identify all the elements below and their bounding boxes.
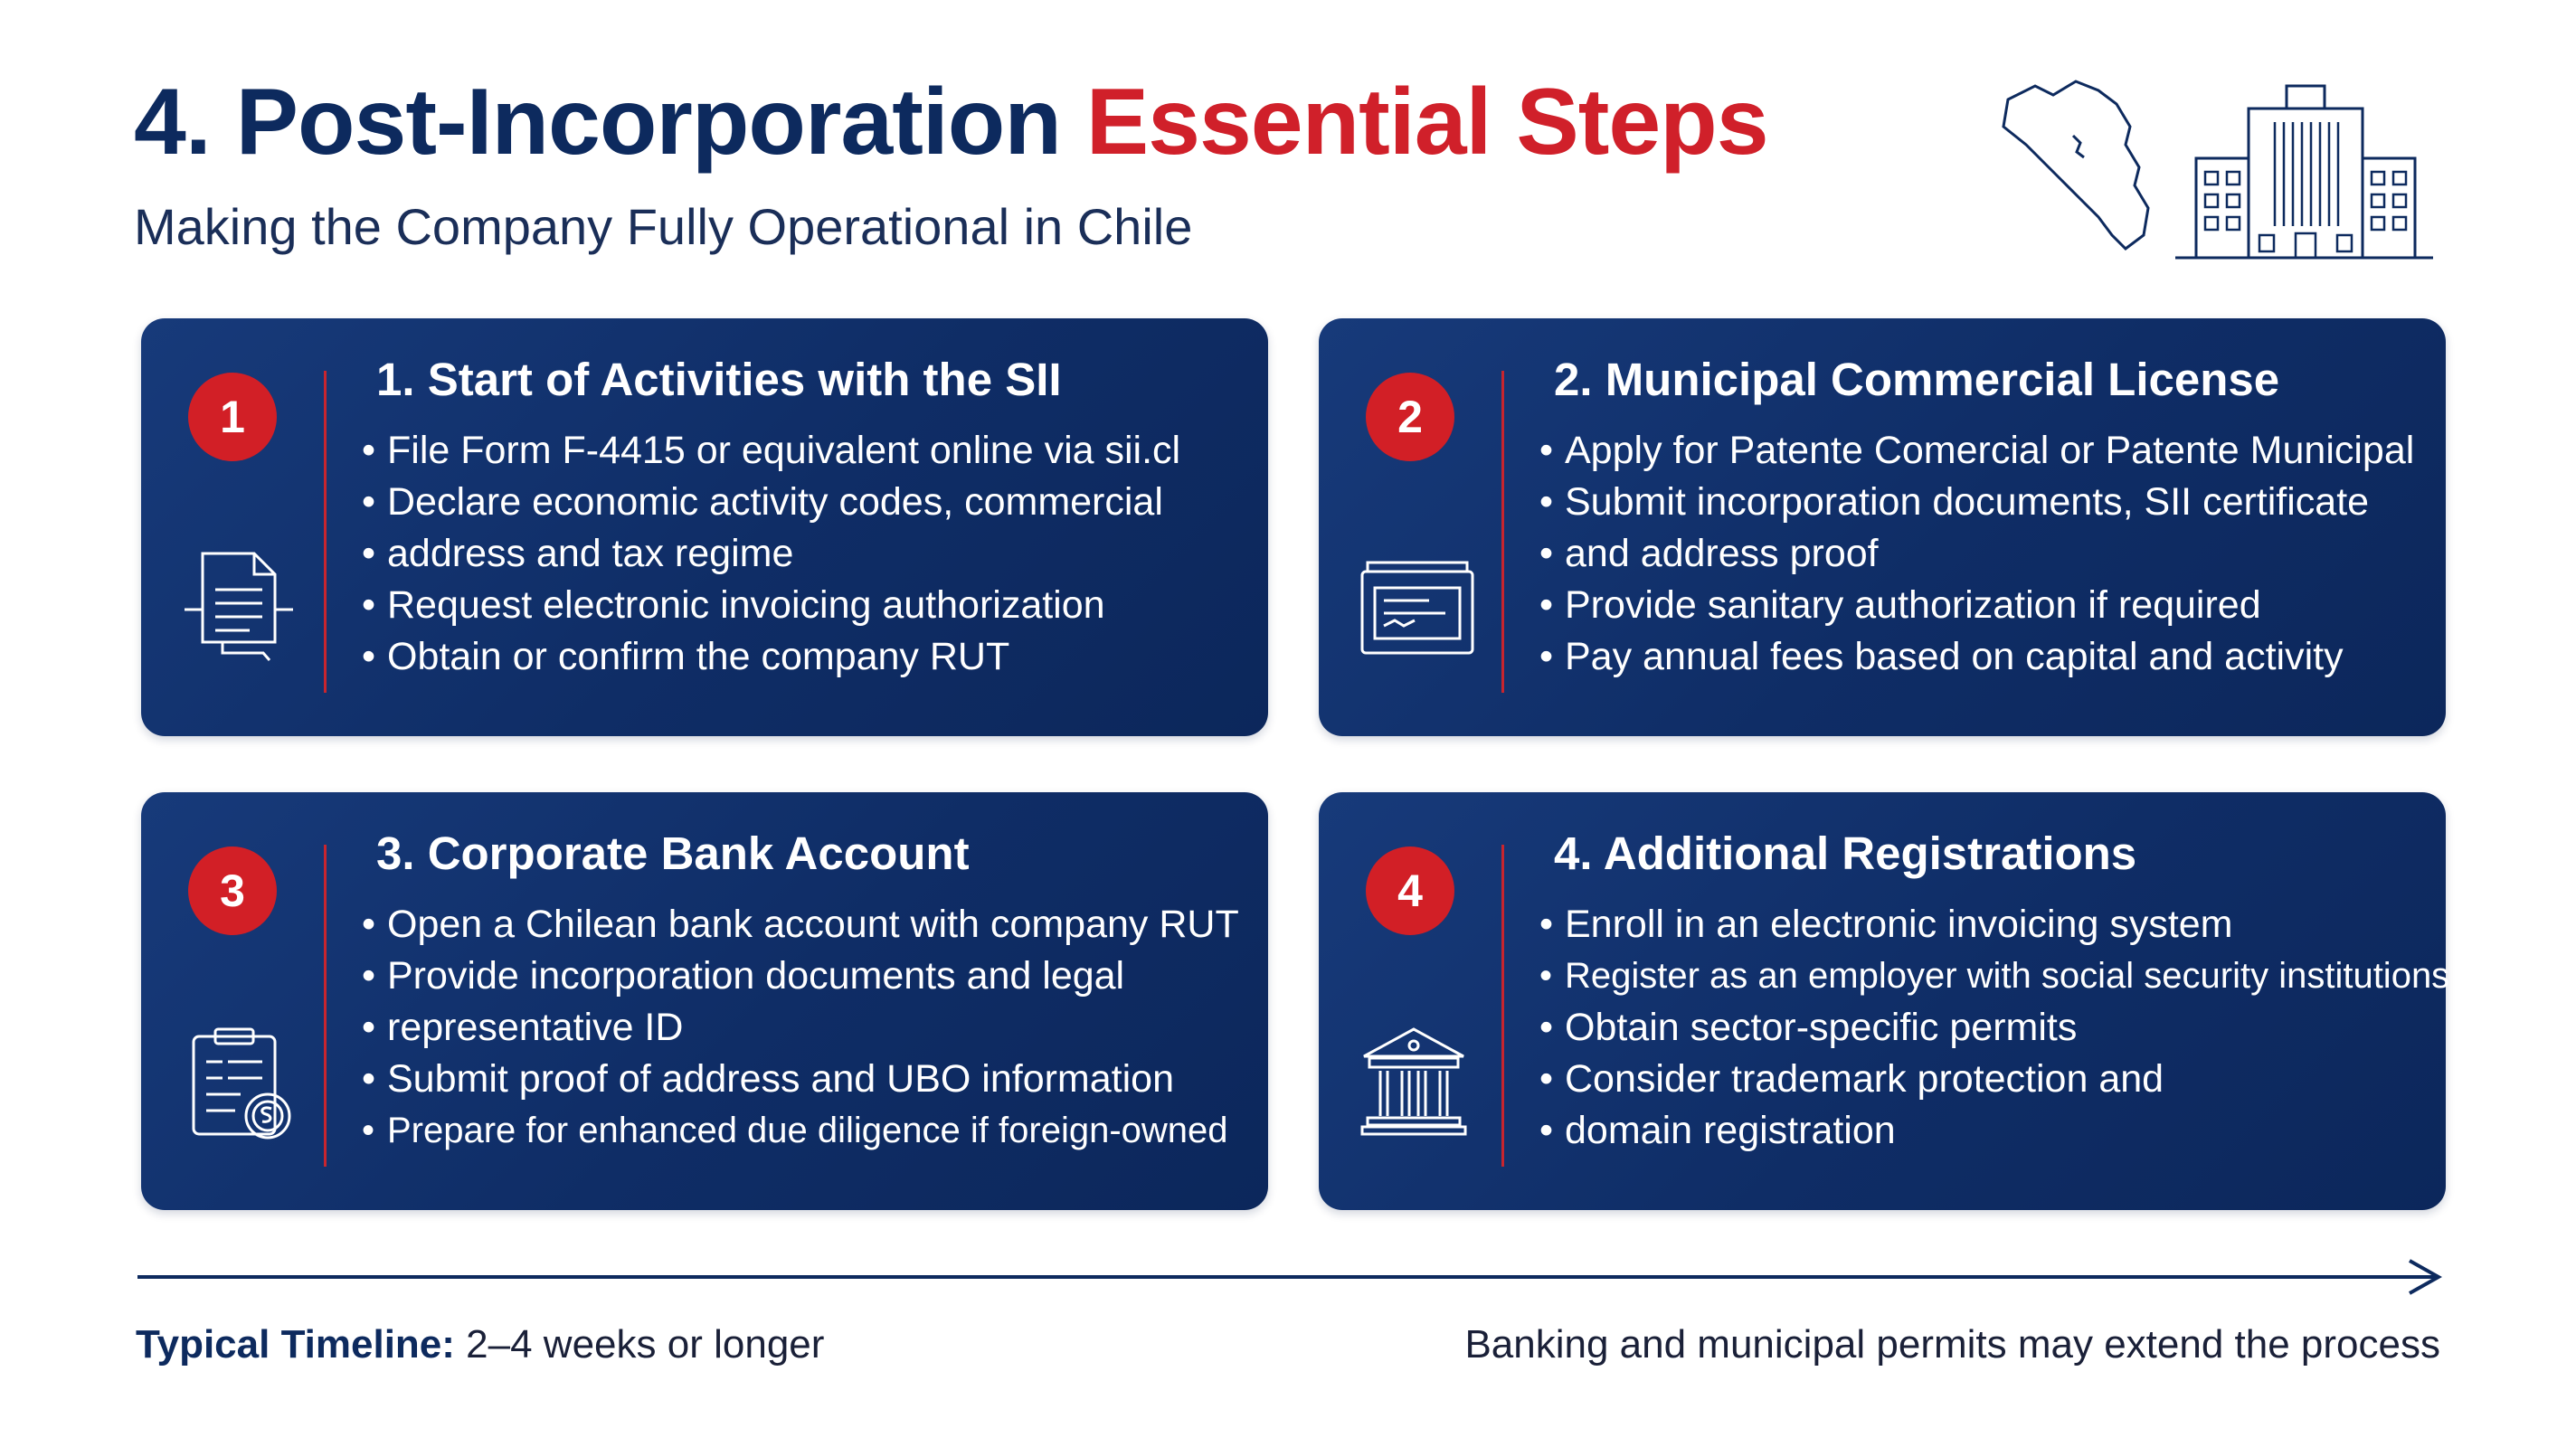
list-item: address and tax regime bbox=[360, 528, 1250, 580]
bullet-list: File Form F-4415 or equivalent online vi… bbox=[360, 425, 1250, 683]
list-item: and address proof bbox=[1538, 528, 2428, 580]
clipboard-money-icon bbox=[192, 1027, 291, 1140]
license-card-icon bbox=[1360, 561, 1474, 655]
footer-note: Banking and municipal permits may extend… bbox=[1464, 1322, 2440, 1367]
list-item: Request electronic invoicing authorizati… bbox=[360, 580, 1250, 631]
step-card-1: 1 1. Start of Activities with the SII Fi… bbox=[141, 318, 1268, 736]
step-number-badge: 2 bbox=[1366, 373, 1454, 461]
step-card-2: 2 2. Municipal Commercial License Apply … bbox=[1319, 318, 2446, 736]
step-number-badge: 4 bbox=[1366, 846, 1454, 935]
title-accent: Essential Steps bbox=[1085, 70, 1769, 175]
office-building-icon bbox=[2175, 84, 2433, 260]
card-title: 1. Start of Activities with the SII bbox=[376, 354, 1062, 405]
bank-building-icon bbox=[1360, 1027, 1467, 1136]
document-icon bbox=[185, 552, 293, 661]
list-item: Provide sanitary authorization if requir… bbox=[1538, 580, 2428, 631]
page-subtitle: Making the Company Fully Operational in … bbox=[134, 198, 1193, 255]
list-item: Submit proof of address and UBO informat… bbox=[360, 1054, 1250, 1105]
list-item: Open a Chilean bank account with company… bbox=[360, 899, 1250, 950]
bullet-list: Open a Chilean bank account with company… bbox=[360, 899, 1250, 1157]
list-item: Obtain sector-specific permits bbox=[1538, 1002, 2428, 1054]
list-item: Provide incorporation documents and lega… bbox=[360, 950, 1250, 1002]
title-main: 4. Post-Incorporation bbox=[134, 70, 1062, 175]
card-divider bbox=[324, 845, 327, 1167]
timeline-arrow bbox=[137, 1259, 2442, 1295]
card-divider bbox=[1501, 845, 1504, 1167]
card-divider bbox=[324, 371, 327, 693]
timeline-text: Typical Timeline: 2–4 weeks or longer bbox=[136, 1322, 824, 1367]
card-divider bbox=[1501, 371, 1504, 693]
card-title: 3. Corporate Bank Account bbox=[376, 828, 970, 879]
header-illustration bbox=[2002, 80, 2433, 260]
list-item: Apply for Patente Comercial or Patente M… bbox=[1538, 425, 2428, 477]
list-item: representative ID bbox=[360, 1002, 1250, 1054]
card-title: 4. Additional Registrations bbox=[1554, 828, 2137, 879]
bullet-list: Apply for Patente Comercial or Patente M… bbox=[1538, 425, 2428, 683]
timeline-value: 2–4 weeks or longer bbox=[466, 1322, 825, 1367]
list-item: Declare economic activity codes, commerc… bbox=[360, 477, 1250, 528]
list-item: Obtain or confirm the company RUT bbox=[360, 631, 1250, 683]
timeline-label: Typical Timeline: bbox=[136, 1322, 455, 1367]
list-item: Enroll in an electronic invoicing system bbox=[1538, 899, 2428, 950]
list-item: Pay annual fees based on capital and act… bbox=[1538, 631, 2428, 683]
list-item: Prepare for enhanced due diligence if fo… bbox=[360, 1105, 1250, 1157]
bullet-list: Enroll in an electronic invoicing system… bbox=[1538, 899, 2449, 1157]
step-card-3: 3 3. Corporate Bank Account Open a Chile… bbox=[141, 792, 1268, 1210]
list-item: domain registration bbox=[1538, 1105, 2428, 1157]
list-item: Register as an employer with social secu… bbox=[1538, 950, 2449, 1002]
step-number-badge: 3 bbox=[188, 846, 277, 935]
chile-map-icon bbox=[2002, 80, 2150, 251]
list-item: Submit incorporation documents, SII cert… bbox=[1538, 477, 2428, 528]
list-item: Consider trademark protection and bbox=[1538, 1054, 2428, 1105]
page-title: 4. Post-Incorporation Essential Steps bbox=[134, 70, 1769, 175]
step-number-badge: 1 bbox=[188, 373, 277, 461]
step-card-4: 4 4. Additional Registrations Enroll in … bbox=[1319, 792, 2449, 1210]
card-title: 2. Municipal Commercial License bbox=[1554, 354, 2280, 405]
list-item: File Form F-4415 or equivalent online vi… bbox=[360, 425, 1250, 477]
